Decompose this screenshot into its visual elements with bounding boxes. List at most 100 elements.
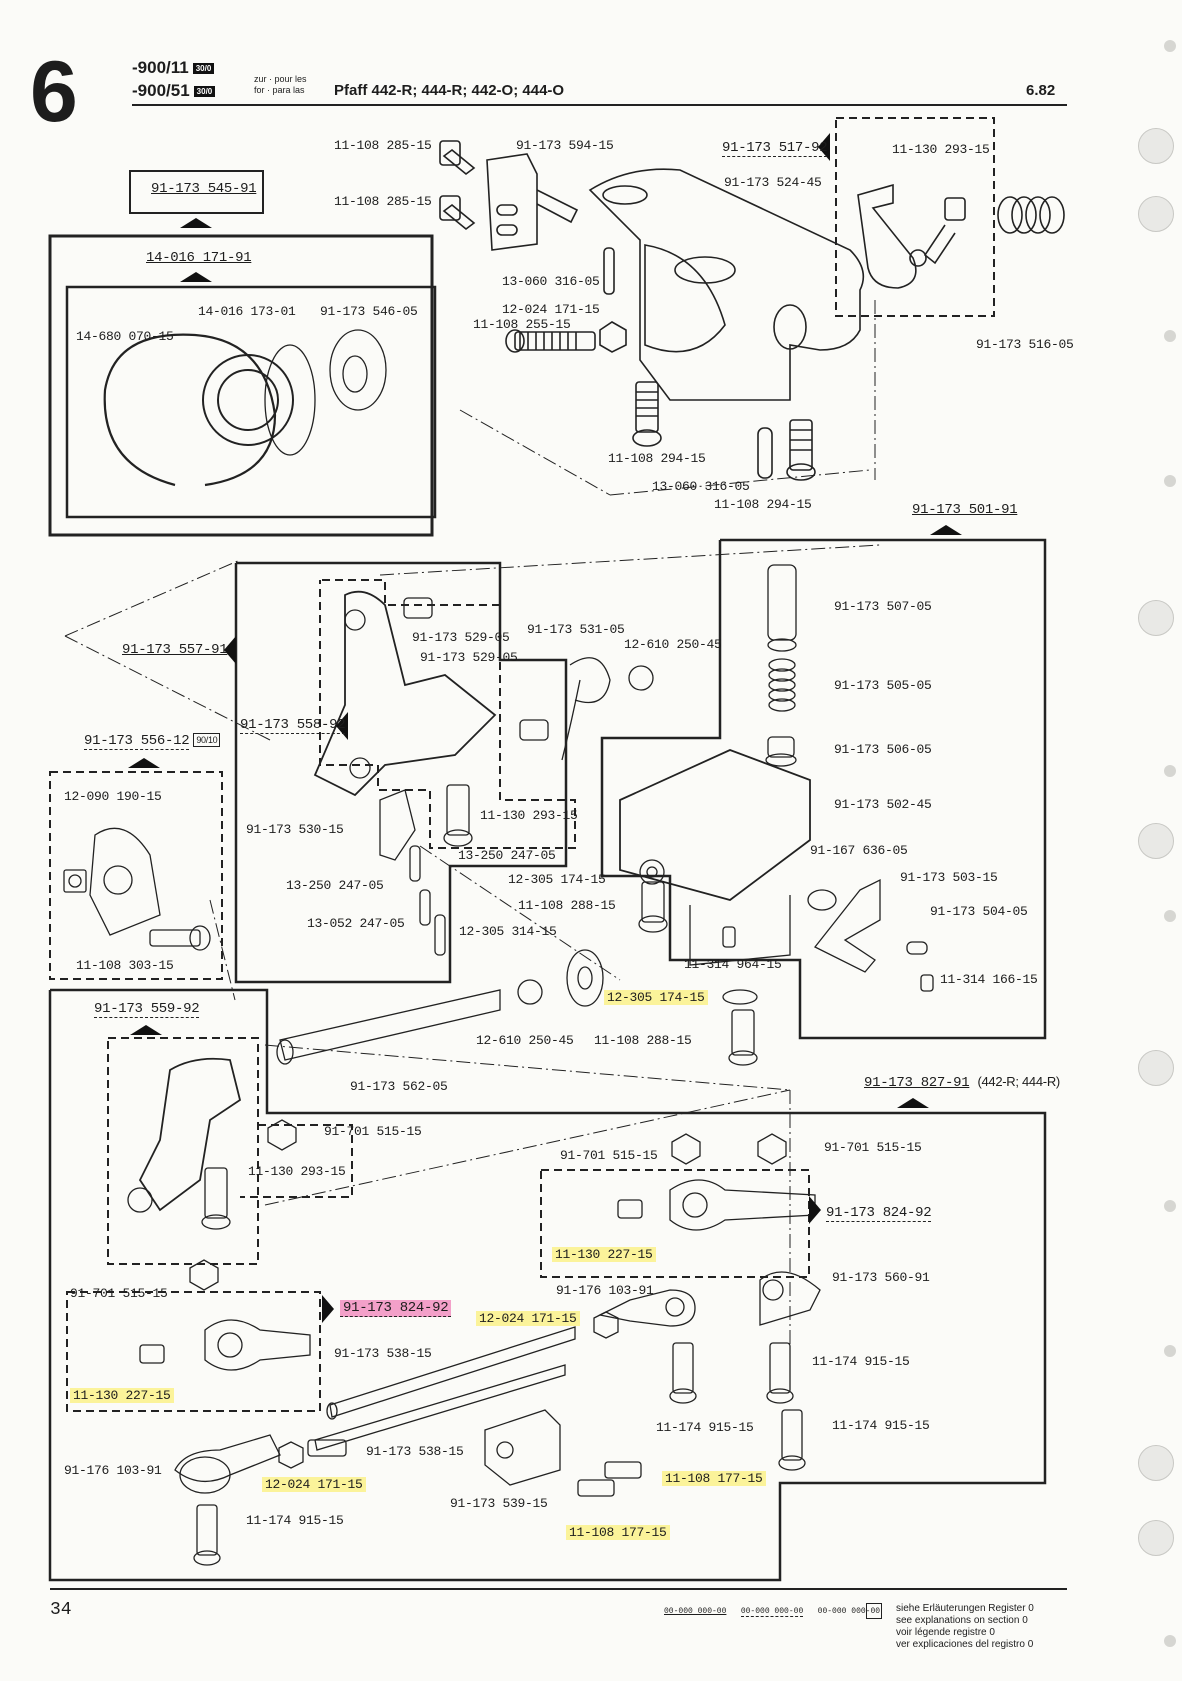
punch-dot <box>1164 475 1176 487</box>
part-label: 91-173 505-05 <box>834 678 932 693</box>
part-label: 91-173 530-15 <box>246 822 344 837</box>
punch-hole <box>1138 823 1174 859</box>
part-label: 11-174 915-15 <box>246 1513 344 1528</box>
part-label: 11-174 915-15 <box>656 1420 754 1435</box>
part-label: 11-108 303-15 <box>76 958 174 973</box>
part-label: 91-176 103-91 <box>556 1283 654 1298</box>
part-label: 12-305 314-15 <box>459 924 557 939</box>
punch-hole <box>1138 1445 1174 1481</box>
punch-dot <box>1164 1635 1176 1647</box>
part-label-highlighted: 12-024 171-15 <box>476 1311 580 1326</box>
box-label-517-92: 91-173 517-92 <box>722 140 828 157</box>
legend-box-icon <box>866 1603 882 1619</box>
part-label: 91-173 516-05 <box>976 337 1074 352</box>
box-label-545-91: 91-173 545-91 <box>151 181 257 197</box>
part-label: 11-174 915-15 <box>832 1418 930 1433</box>
part-label: 91-173 539-15 <box>450 1496 548 1511</box>
part-label: 14-016 173-01 <box>198 304 296 319</box>
part-label: 13-052 247-05 <box>307 916 405 931</box>
part-label-highlighted: 12-024 171-15 <box>262 1477 366 1492</box>
punch-dot <box>1164 1345 1176 1357</box>
part-label: 91-173 529-05 <box>412 630 510 645</box>
part-label: 91-173 538-15 <box>334 1346 432 1361</box>
part-label: 91-701 515-15 <box>324 1124 422 1139</box>
part-label: 11-108 285-15 <box>334 138 432 153</box>
punch-dot <box>1164 910 1176 922</box>
part-label: 11-108 294-15 <box>714 497 812 512</box>
section-number: 6 <box>30 44 78 140</box>
part-label: 91-701 515-15 <box>824 1140 922 1155</box>
punch-hole <box>1138 1520 1174 1556</box>
box-label-559-92: 91-173 559-92 <box>94 1001 200 1018</box>
part-label: 11-130 293-15 <box>892 142 990 157</box>
part-label-highlighted: 11-130 227-15 <box>70 1388 174 1403</box>
part-label: 91-173 529-05 <box>420 650 518 665</box>
punch-dot <box>1164 330 1176 342</box>
part-label: 91-173 504-05 <box>930 904 1028 919</box>
part-label: 91-167 636-05 <box>810 843 908 858</box>
issue-date: 6.82 <box>1026 82 1056 99</box>
footer-rule <box>50 1588 1067 1590</box>
box-label-501-91: 91-173 501-91 <box>912 502 1018 518</box>
part-label: 12-610 250-45 <box>476 1033 574 1048</box>
part-label: 91-173 503-15 <box>900 870 998 885</box>
part-label: 11-174 915-15 <box>812 1354 910 1369</box>
part-label: 91-173 507-05 <box>834 599 932 614</box>
part-label: 13-250 247-05 <box>286 878 384 893</box>
part-label-highlighted: 11-108 177-15 <box>566 1525 670 1540</box>
box-label-558-92: 91-173 558-92 <box>240 717 346 734</box>
part-label: 91-173 538-15 <box>366 1444 464 1459</box>
punch-dot <box>1164 40 1176 52</box>
legend-text: siehe Erläuterungen Register 0 see expla… <box>896 1603 1034 1650</box>
part-label: 91-173 560-91 <box>832 1270 930 1285</box>
box-label-557-91: 91-173 557-91 <box>122 642 228 658</box>
part-label-highlighted: 12-305 174-15 <box>604 990 708 1005</box>
part-label: 11-108 285-15 <box>334 194 432 209</box>
part-label-highlighted: 11-108 177-15 <box>662 1471 766 1486</box>
page-number: 34 <box>50 1600 72 1620</box>
part-label: 91-173 506-05 <box>834 742 932 757</box>
punch-hole <box>1138 196 1174 232</box>
punch-dot <box>1164 1200 1176 1212</box>
part-label: 13-060 316-05 <box>502 274 600 289</box>
part-label: 91-701 515-15 <box>70 1286 168 1301</box>
part-label: 91-176 103-91 <box>64 1463 162 1478</box>
part-label: 91-701 515-15 <box>560 1148 658 1163</box>
part-label: 91-173 546-05 <box>320 304 418 319</box>
machine-models: Pfaff 442-R; 444-R; 442-O; 444-O <box>334 82 565 99</box>
part-label: 12-305 174-15 <box>508 872 606 887</box>
part-label: 11-314 166-15 <box>940 972 1038 987</box>
part-label: 11-108 255-15 <box>473 317 571 332</box>
part-label: 11-108 288-15 <box>518 898 616 913</box>
part-label: 12-090 190-15 <box>64 789 162 804</box>
box-label-824-92: 91-173 824-92 <box>826 1205 932 1222</box>
part-label: 91-173 524-45 <box>724 175 822 190</box>
header-rule <box>132 104 1067 106</box>
part-label: 11-108 288-15 <box>594 1033 692 1048</box>
part-label: 11-130 293-15 <box>480 808 578 823</box>
punch-dot <box>1164 765 1176 777</box>
part-label: 12-024 171-15 <box>502 302 600 317</box>
part-label-highlighted: 11-130 227-15 <box>552 1247 656 1262</box>
part-label: 12-610 250-45 <box>624 637 722 652</box>
part-label: 91-173 502-45 <box>834 797 932 812</box>
part-label: 11-314 964-15 <box>684 957 782 972</box>
legend-codes: 00-000 000-00 00-000 000-00 00-000 000-0… <box>664 1607 881 1617</box>
part-label: 13-250 247-05 <box>458 848 556 863</box>
part-label: 91-173 594-15 <box>516 138 614 153</box>
part-label: 14-680 070-15 <box>76 329 174 344</box>
punch-hole <box>1138 128 1174 164</box>
part-label: 91-173 562-05 <box>350 1079 448 1094</box>
punch-hole <box>1138 1050 1174 1086</box>
box-label-827-91: 91-173 827-91 (442-R; 444-R) <box>864 1074 1060 1091</box>
part-label: 11-130 293-15 <box>248 1164 346 1179</box>
punch-hole <box>1138 600 1174 636</box>
box-label-824-92-highlighted: 91-173 824-92 <box>340 1300 452 1317</box>
part-label: 11-108 294-15 <box>608 451 706 466</box>
box-label-016-171-91: 14-016 171-91 <box>146 250 252 266</box>
